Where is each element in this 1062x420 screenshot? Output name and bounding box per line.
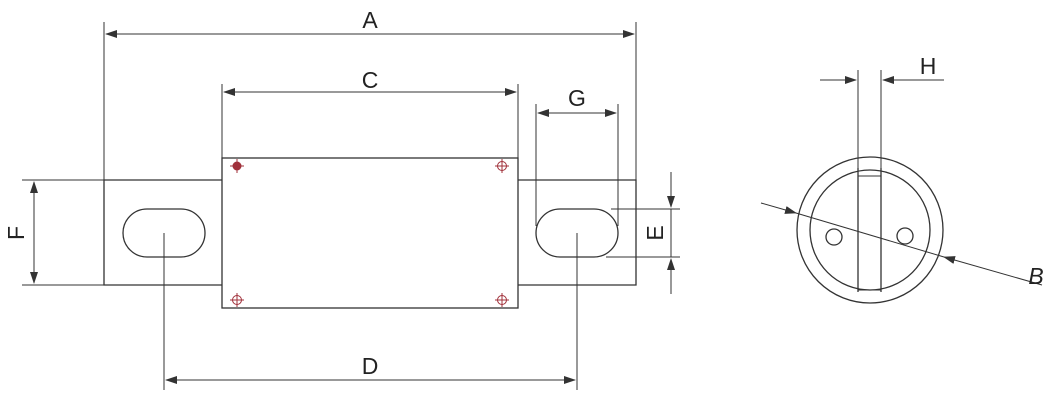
dimension-label-h: H <box>920 53 937 79</box>
end-view-inner-circle <box>809 169 931 291</box>
end-view-hole-right <box>896 227 914 245</box>
end-view-outer-circle <box>796 156 944 304</box>
dimension-h: H <box>820 53 944 168</box>
end-view-hole-left <box>825 228 843 246</box>
end-view <box>796 156 944 304</box>
dimension-label-c: C <box>362 67 379 93</box>
screw-marker-top-right <box>495 159 509 173</box>
fuse-body <box>221 157 519 309</box>
dimension-label-a: A <box>362 7 378 33</box>
end-view-blade <box>857 168 882 292</box>
front-view <box>103 157 637 309</box>
left-terminal-tab <box>103 179 222 286</box>
screw-marker-bottom-right <box>495 293 509 307</box>
dimension-label-f: F <box>3 226 29 240</box>
dimension-label-e: E <box>642 225 668 240</box>
dimension-e: E <box>606 172 680 294</box>
dimension-label-g: G <box>568 85 586 111</box>
dimension-label-d: D <box>362 353 379 379</box>
dimension-d: D <box>163 233 578 390</box>
dimension-a: A <box>103 7 637 180</box>
dimension-label-b: B <box>1028 263 1043 289</box>
dimension-b: B <box>760 202 1044 289</box>
dimension-f: F <box>3 179 104 286</box>
screw-marker-top-left <box>230 159 244 173</box>
dimension-c: C <box>221 67 519 158</box>
dimension-g: G <box>535 85 619 226</box>
screw-marker-bottom-left <box>230 293 244 307</box>
